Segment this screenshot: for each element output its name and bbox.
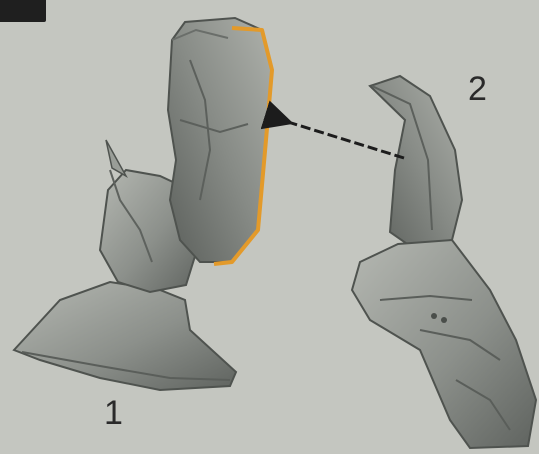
part-2-upper <box>370 76 462 246</box>
step-label-1: 1 <box>104 396 123 430</box>
part-2-lower <box>352 240 536 448</box>
part-1-thigh <box>168 18 272 262</box>
part-1-foot <box>14 282 236 390</box>
part-2-arm <box>352 76 536 448</box>
step-label-2: 2 <box>468 72 487 106</box>
dashed-arrow-left-icon <box>288 122 404 158</box>
part-1-leg <box>14 18 272 390</box>
